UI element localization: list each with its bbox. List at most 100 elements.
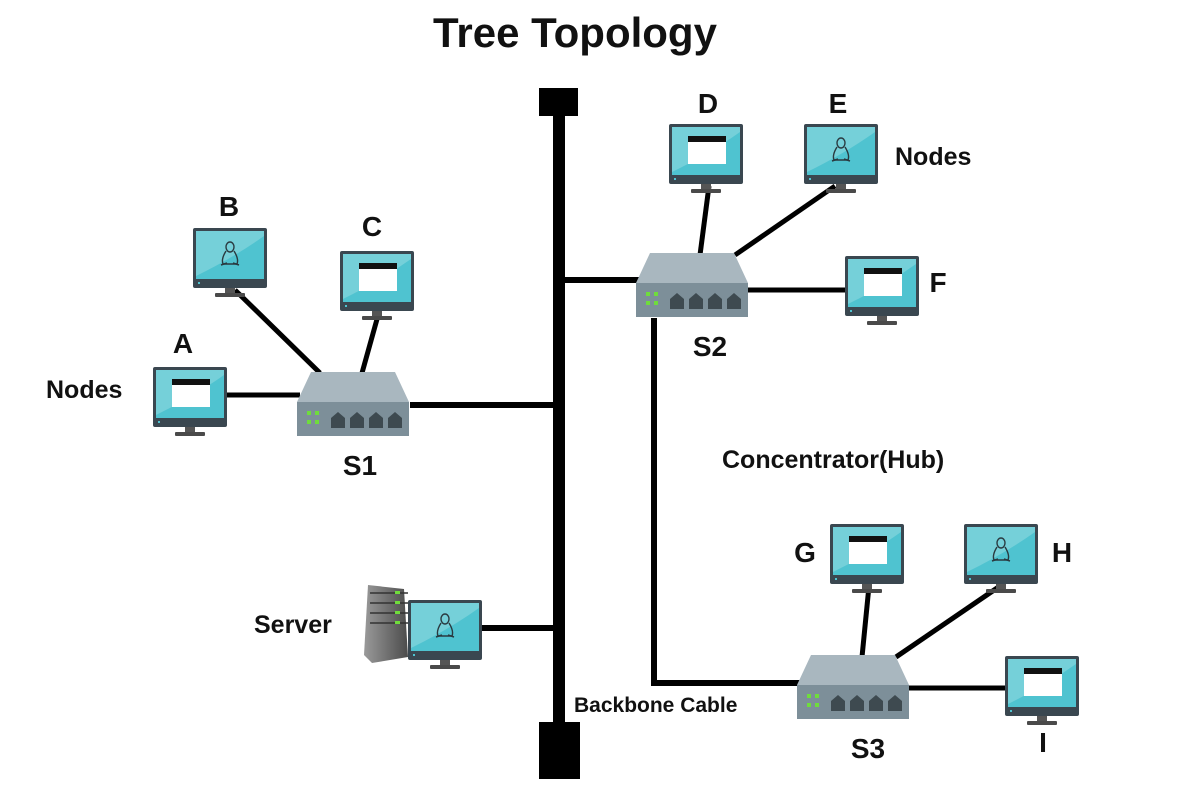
switch-led [307,420,311,424]
monitor-neck [836,184,846,190]
switch-port [850,695,864,711]
switch-led [315,420,319,424]
switch-port [388,412,402,428]
node-a-label: A [173,328,193,359]
server-led [395,621,400,624]
switch-s3-label: S3 [851,733,885,764]
window-titlebar [864,268,902,274]
node-f-monitor [845,256,919,325]
switch-port [708,293,722,309]
cable-c [359,311,382,374]
switch-top [636,253,748,283]
screen-glare [967,527,1035,572]
window-titlebar [359,263,397,269]
cable-s2-s3 [651,318,800,686]
switch-led [315,411,319,415]
cable-h [894,583,1002,660]
power-led [850,310,852,312]
monitor-neck [372,311,382,317]
monitor-stand [175,432,205,436]
linux-tux-icon [435,613,455,638]
nodes-label-left: Nodes [46,376,122,404]
backbone-line [553,100,565,730]
switch-led [815,694,819,698]
switch-s2 [636,253,748,317]
monitor-stand [986,589,1016,593]
node-i-monitor [1005,656,1079,725]
switch-led [654,301,658,305]
switch-s1 [297,372,409,436]
monitor-stand [852,589,882,593]
monitor-stand [215,293,245,297]
node-c-monitor [340,251,414,320]
power-led [413,654,415,656]
switch-port [689,293,703,309]
linux-tux-icon [220,241,240,266]
node-d-label: D [698,88,718,119]
switch-port [831,695,845,711]
power-led [198,282,200,284]
power-led [674,178,676,180]
cable-e [733,183,837,258]
window-titlebar [1024,668,1062,674]
node-g-label: G [794,537,816,568]
server-monitor [408,600,482,669]
concentrator-label: Concentrator(Hub) [722,446,944,474]
node-b-monitor [193,228,267,297]
switch-port [369,412,383,428]
monitor-neck [996,584,1006,590]
monitor-stand [867,321,897,325]
monitor-neck [440,660,450,666]
cables-layer [227,183,1005,691]
node-g-monitor [830,524,904,593]
backbone-terminator-bottom [539,722,580,779]
linux-tux-icon [831,137,851,162]
switch-port [331,412,345,428]
node-e-label: E [829,88,848,119]
node-b-label: B [219,191,239,222]
monitor-stand [362,316,392,320]
power-led [969,578,971,580]
node-d-monitor [669,124,743,193]
switch-port [727,293,741,309]
switch-port [888,695,902,711]
screen-glare [807,127,875,172]
node-c-label: C [362,211,382,242]
switch-led [307,411,311,415]
node-i-label: I [1039,727,1047,758]
switch-port [350,412,364,428]
backbone-terminator-top [539,88,578,116]
server-led [395,591,400,594]
window-titlebar [688,136,726,142]
switch-s2-label: S2 [693,331,727,362]
power-led [809,178,811,180]
window-titlebar [172,379,210,385]
node-a-monitor [153,367,227,436]
cable-g [859,585,872,658]
monitor-neck [1037,716,1047,722]
switch-top [297,372,409,402]
monitor-stand [430,665,460,669]
server [364,585,482,669]
nodes-label-right: Nodes [895,143,971,171]
server-tower-icon [364,585,408,663]
switch-s1-label: S1 [343,450,377,481]
switch-port [670,293,684,309]
switch-led [646,301,650,305]
backbone-cable-label: Backbone Cable [574,694,737,717]
switch-s3 [797,655,909,719]
switch-top [797,655,909,685]
node-f-label: F [929,267,946,298]
switch-led [807,703,811,707]
monitor-neck [701,184,711,190]
window-titlebar [849,536,887,542]
backbone-cable [539,88,580,779]
diagram-title: Tree Topology [433,9,718,56]
monitor-stand [826,189,856,193]
server-led [395,611,400,614]
monitor-neck [862,584,872,590]
monitor-neck [877,316,887,322]
server-led [395,601,400,604]
